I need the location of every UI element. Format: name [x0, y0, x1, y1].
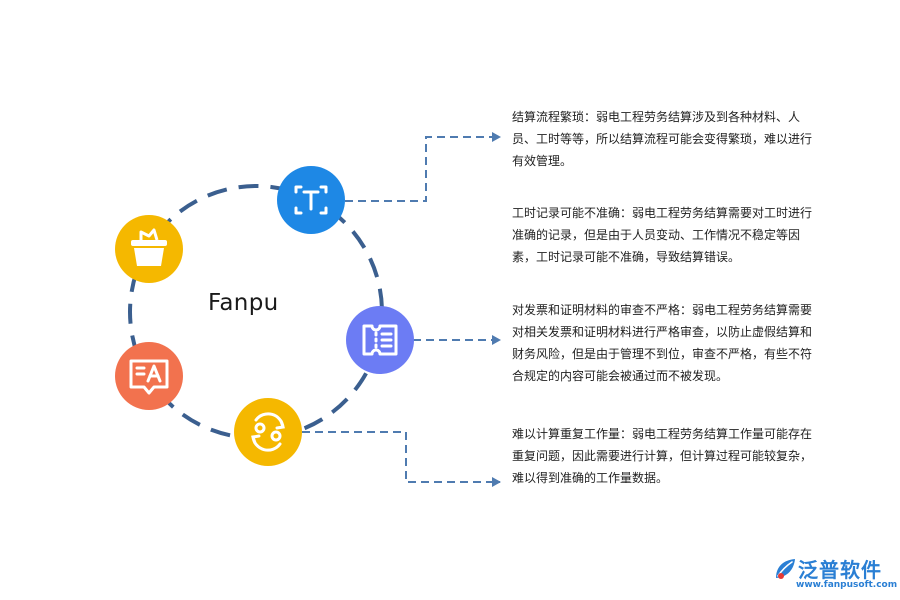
point-text-1: 结算流程繁琐：弱电工程劳务结算涉及到各种材料、人员、工时等等，所以结算流程可能会… [512, 110, 813, 168]
message-a-icon [129, 359, 169, 395]
fanpu-logo: 泛普软件 www.fanpusoft.com [772, 554, 897, 594]
logo-name: 泛普软件 [798, 558, 882, 582]
ticket-list-icon [362, 324, 398, 356]
connector-1 [345, 132, 501, 202]
leaf-logo-icon [776, 559, 795, 579]
connector-4 [302, 431, 501, 487]
point-text-4: 难以计算重复工作量：弱电工程劳务结算工作量可能存在重复问题，因此需要进行计算，但… [512, 427, 813, 485]
text-node [277, 166, 345, 234]
cycle-icon [251, 412, 285, 452]
point-text-2: 工时记录可能不准确：弱电工程劳务结算需要对工时进行准确的记录，但是由于人员变动、… [512, 206, 813, 264]
message-node [115, 342, 183, 410]
point-text-3: 对发票和证明材料的审查不严格：弱电工程劳务结算需要对相关发票和证明材料进行严格审… [512, 303, 813, 383]
basket-icon [131, 228, 167, 266]
ticket-node [346, 306, 414, 374]
basket-node [115, 215, 183, 283]
center-label: Fanpu [208, 290, 279, 316]
logo-url: www.fanpusoft.com [796, 580, 898, 590]
text-t-icon [294, 185, 328, 215]
cycle-node [234, 398, 302, 466]
